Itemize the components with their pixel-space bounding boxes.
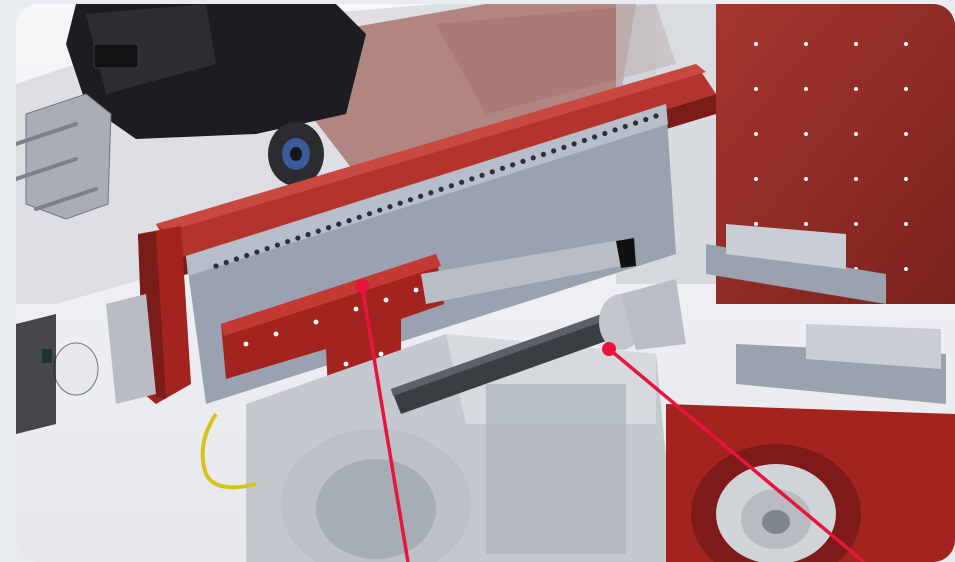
wall-hole [904, 177, 908, 181]
guide-hole [233, 256, 240, 262]
callout-marker-2[interactable] [602, 342, 616, 356]
yellow-cable [200, 412, 257, 490]
wall-hole [904, 87, 908, 91]
guide-hole [458, 179, 465, 185]
guide-hole [295, 235, 301, 241]
wall-hole [804, 132, 808, 136]
wall-hole [854, 177, 858, 181]
lower-housing [246, 334, 676, 562]
carriage-hole [378, 351, 384, 357]
carriage-hole [383, 297, 389, 303]
wall-hole [904, 222, 908, 226]
guide-hole [540, 151, 547, 157]
guide-hole [377, 207, 383, 213]
wall-hole [804, 222, 808, 226]
guide-hole [213, 263, 219, 269]
guide-hole [285, 238, 291, 245]
wall-hole [904, 42, 908, 46]
guide-hole [622, 123, 628, 130]
wall-hole [904, 132, 908, 136]
guide-hole [366, 211, 373, 217]
guide-hole [520, 158, 526, 164]
sensor-cylinder [16, 294, 156, 434]
carriage-hole [273, 331, 279, 337]
guide-hole [305, 232, 311, 238]
guide-hole [643, 116, 649, 123]
wall-hole [854, 222, 858, 226]
guide-hole [315, 228, 321, 234]
callout-line-1 [360, 285, 410, 562]
wall-hole [804, 87, 808, 91]
wall-hole [754, 87, 758, 91]
wall-hole [754, 132, 758, 136]
guide-hole [274, 242, 280, 248]
wall-hole [754, 222, 758, 226]
guide-hole [479, 172, 485, 178]
guide-hole [592, 134, 598, 140]
guide-hole [581, 137, 587, 144]
wall-hole [854, 87, 858, 91]
callout-line-2 [607, 347, 866, 562]
guide-hole [336, 221, 342, 227]
guide-hole [428, 190, 434, 196]
carriage-hole [413, 287, 419, 293]
guide-hole [632, 120, 639, 126]
guide-hole [510, 162, 516, 168]
guide-hole [489, 169, 495, 175]
guide-hole [223, 259, 229, 266]
cad-assembly-render [16, 4, 955, 562]
carriage-hole [343, 361, 349, 367]
guide-hole [387, 204, 393, 210]
wall-hole [754, 177, 758, 181]
guide-hole [325, 225, 332, 231]
red-flange [666, 404, 955, 562]
carriage-hole [313, 319, 319, 325]
wall-hole [854, 42, 858, 46]
drive-shaft [391, 279, 686, 414]
guide-hole [499, 165, 506, 171]
wall-hole [804, 42, 808, 46]
wall-hole [804, 177, 808, 181]
callout-marker-1[interactable] [355, 279, 369, 293]
guide-hole [407, 197, 414, 203]
right-guide-blocks [706, 224, 946, 404]
guide-hole [356, 214, 362, 220]
guide-hole [612, 127, 618, 133]
wall-hole [904, 267, 908, 271]
guide-hole [561, 144, 567, 150]
guide-hole [438, 186, 444, 192]
guide-hole [571, 141, 577, 147]
callouts [355, 279, 866, 562]
profile-rail [421, 238, 636, 304]
carriage-hole [353, 306, 359, 312]
guide-hole [346, 218, 352, 224]
guide-hole [244, 252, 250, 259]
guide-hole [254, 249, 260, 255]
carriage-hole [243, 341, 249, 347]
guide-hole [448, 183, 454, 189]
guide-hole [397, 200, 403, 206]
left-bracket [16, 93, 112, 220]
guide-hole [418, 193, 424, 199]
guide-hole [551, 148, 557, 154]
guide-hole [530, 155, 536, 161]
servo-motor [66, 4, 366, 186]
wall-hole [854, 132, 858, 136]
guide-hole [602, 130, 608, 137]
guide-hole [469, 176, 475, 182]
guide-hole [653, 113, 659, 119]
wall-hole [754, 42, 758, 46]
guide-hole [264, 245, 270, 252]
cad-viewport[interactable] [16, 4, 955, 562]
